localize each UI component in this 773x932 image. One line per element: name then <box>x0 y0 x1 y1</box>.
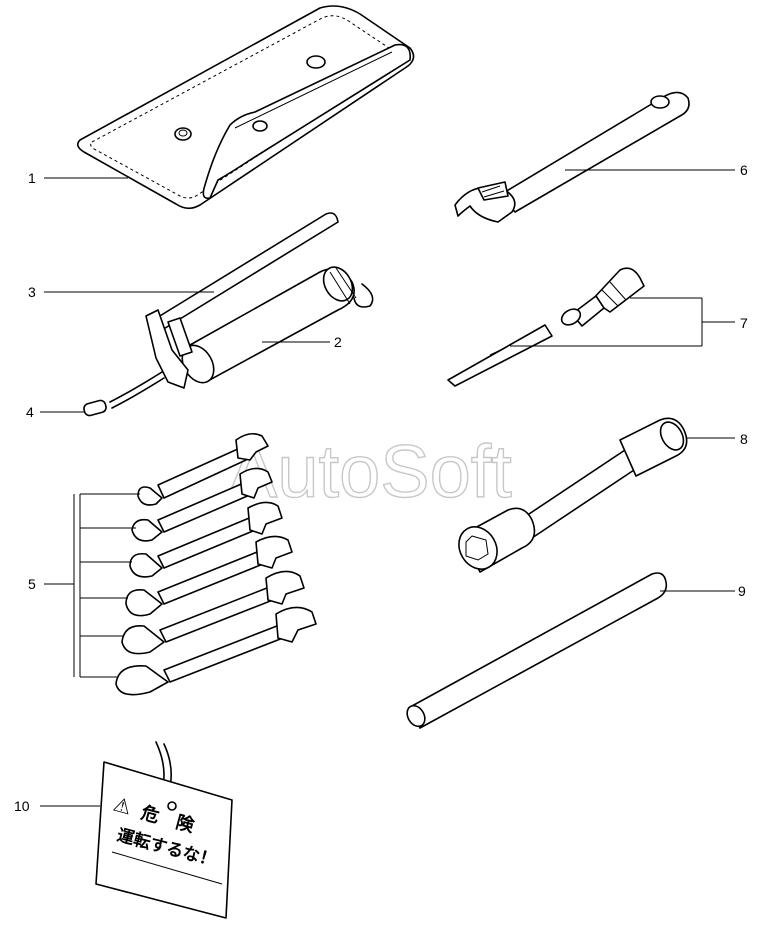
leader-lines <box>40 169 735 807</box>
callout-2: 2 <box>334 334 342 350</box>
callout-7: 7 <box>740 315 748 331</box>
callout-6: 6 <box>740 162 748 178</box>
callout-8: 8 <box>740 431 748 447</box>
leader-5-bracket <box>44 493 140 678</box>
leader-7-bracket <box>510 297 735 347</box>
tool-bag-icon <box>76 5 415 210</box>
spanner-5 <box>121 570 305 655</box>
warning-tag-icon: ⚠ 危 険 運転するな！ <box>95 741 233 919</box>
callout-4: 4 <box>26 404 34 420</box>
spanner-set-icon <box>115 432 317 696</box>
spanner-6 <box>115 606 317 696</box>
spanner-3 <box>129 501 283 578</box>
spanner-1 <box>137 432 269 506</box>
screwdriver-icon <box>447 267 645 387</box>
tag-warning-symbol: ⚠ <box>111 794 134 820</box>
grease-gun-icon <box>83 212 374 417</box>
callout-3: 3 <box>28 284 36 300</box>
watermark: AutoSoft <box>228 430 512 513</box>
spanner-2 <box>131 467 273 542</box>
adjustable-wrench-icon <box>454 91 690 223</box>
callout-1: 1 <box>28 170 36 186</box>
callout-numbers: 1 2 3 4 5 6 7 8 9 10 <box>14 162 748 814</box>
callout-5: 5 <box>28 576 36 592</box>
tommy-bar-icon <box>406 572 668 729</box>
callout-9: 9 <box>738 583 746 599</box>
spanner-4 <box>125 535 293 617</box>
callout-10: 10 <box>14 798 30 814</box>
box-wrench-icon <box>458 417 688 573</box>
